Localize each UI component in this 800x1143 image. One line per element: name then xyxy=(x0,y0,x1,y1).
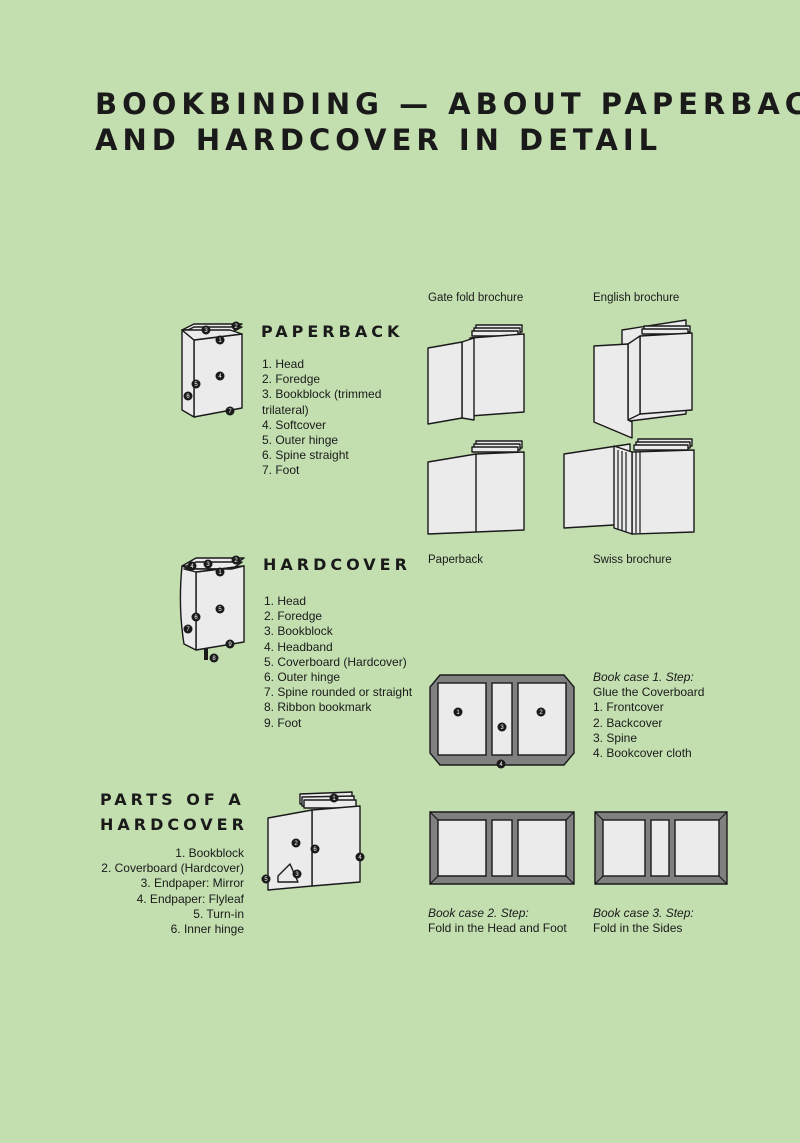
list-item: 2. Coverboard (Hardcover) xyxy=(101,861,244,876)
svg-text:1: 1 xyxy=(218,570,222,576)
svg-text:5: 5 xyxy=(264,877,268,883)
paperback-heading: PAPERBACK xyxy=(261,322,404,341)
svg-text:2: 2 xyxy=(234,558,238,564)
list-item: 4. Headband xyxy=(264,639,333,654)
svg-text:4: 4 xyxy=(218,374,222,380)
title-line-2: AND HARDCOVER IN DETAIL xyxy=(95,123,663,157)
svg-text:5: 5 xyxy=(218,607,222,613)
list-item: 2. Foredge xyxy=(264,609,323,624)
list-item: 4. Bookcover cloth xyxy=(593,746,692,761)
list-item: 7. Foot xyxy=(262,463,300,478)
step3-title: Book case 3. Step: xyxy=(593,906,694,920)
parts-heading-line-1: PARTS OF A xyxy=(100,790,245,809)
svg-text:2: 2 xyxy=(294,841,298,847)
svg-text:5: 5 xyxy=(194,382,198,388)
english-brochure-illustration xyxy=(593,319,693,439)
gate-fold-illustration xyxy=(427,324,525,425)
book-case-step1-caption: Book case 1. Step: Glue the Coverboard 1… xyxy=(593,670,793,761)
step1-title: Book case 1. Step: xyxy=(593,670,694,684)
svg-text:1: 1 xyxy=(456,710,460,716)
list-item: 6. Outer hinge xyxy=(264,670,341,685)
list-item: 3. Spine xyxy=(593,730,638,745)
list-item: 6. Spine straight xyxy=(262,448,349,463)
step3-subtitle: Fold in the Sides xyxy=(593,921,683,936)
svg-text:1: 1 xyxy=(218,338,222,344)
list-item: 5. Coverboard (Hardcover) xyxy=(264,654,407,669)
svg-text:4: 4 xyxy=(190,564,194,570)
caption-english: English brochure xyxy=(593,292,680,304)
svg-text:9: 9 xyxy=(228,642,232,648)
svg-text:2: 2 xyxy=(539,710,543,716)
list-item: 1. Frontcover xyxy=(593,700,664,715)
book-case-step2-caption: Book case 2. Step: Fold in the Head and … xyxy=(428,906,588,936)
svg-text:4: 4 xyxy=(358,855,362,861)
book-case-step3-illustration xyxy=(594,811,728,885)
svg-text:6: 6 xyxy=(313,847,317,853)
book-case-step1-illustration: 1 2 3 4 xyxy=(429,674,575,769)
step2-subtitle: Fold in the Head and Foot xyxy=(428,921,567,936)
book-case-step2-illustration xyxy=(429,811,575,885)
list-item: 9. Foot xyxy=(264,715,302,730)
list-item: 1. Head xyxy=(264,594,307,608)
swiss-brochure-illustration xyxy=(563,438,695,535)
list-item: 8. Ribbon bookmark xyxy=(264,700,372,715)
caption-swiss: Swiss brochure xyxy=(593,554,672,566)
list-item: 6. Inner hinge xyxy=(170,922,244,937)
list-item: 1. Head xyxy=(262,357,305,371)
list-item: 2. Foredge xyxy=(262,372,321,387)
list-item: 5. Turn-in xyxy=(193,906,244,921)
list-item: 7. Spine rounded or straight xyxy=(264,685,413,700)
svg-text:4: 4 xyxy=(499,762,503,768)
svg-text:6: 6 xyxy=(194,615,198,621)
list-item: 5. Outer hinge xyxy=(262,433,339,448)
svg-text:2: 2 xyxy=(234,324,238,330)
svg-text:7: 7 xyxy=(186,627,190,633)
svg-text:6: 6 xyxy=(186,394,190,400)
book-case-step3-caption: Book case 3. Step: Fold in the Sides xyxy=(593,906,753,936)
list-item: 3. Bookblock xyxy=(264,624,333,639)
parts-heading: PARTS OF A HARDCOVER xyxy=(100,787,248,837)
step1-subtitle: Glue the Coverboard xyxy=(593,685,705,700)
list-item: 4. Endpaper: Flyleaf xyxy=(136,891,244,906)
parts-heading-line-2: HARDCOVER xyxy=(100,815,248,834)
paperback-brochure-illustration xyxy=(427,440,525,535)
paperback-list: 1. Head 2. Foredge 3. Bookblock (trimmed… xyxy=(262,357,412,479)
parts-list: 1. Bookblock 2. Coverboard (Hardcover) 3… xyxy=(90,846,244,937)
svg-text:8: 8 xyxy=(212,656,216,662)
step2-title: Book case 2. Step: xyxy=(428,906,529,920)
paperback-illustration: 3 2 1 4 56 7 xyxy=(181,321,243,418)
list-item: 2. Backcover xyxy=(593,715,663,730)
caption-gate-fold: Gate fold brochure xyxy=(428,292,524,304)
hardcover-illustration: 4 3 2 1 5 6 7 9 8 xyxy=(179,555,245,663)
list-item: 3. Bookblock (trimmed trilateral) xyxy=(262,387,382,417)
list-item: 4. Softcover xyxy=(262,417,327,432)
svg-text:7: 7 xyxy=(228,409,232,415)
svg-text:3: 3 xyxy=(204,328,208,334)
hardcover-list: 1. Head 2. Foredge 3. Bookblock 4. Headb… xyxy=(264,594,414,731)
list-item: 3. Endpaper: Mirror xyxy=(140,876,244,891)
caption-paperback: Paperback xyxy=(428,554,483,566)
title-line-1: BOOKBINDING — ABOUT PAPERBACK xyxy=(95,87,800,121)
svg-text:3: 3 xyxy=(500,725,504,731)
list-item: 1. Bookblock xyxy=(175,846,244,860)
svg-text:3: 3 xyxy=(206,562,210,568)
svg-text:1: 1 xyxy=(332,796,336,802)
page-title: BOOKBINDING — ABOUT PAPERBACK AND HARDCO… xyxy=(95,86,800,158)
parts-of-hardcover-illustration: 1 2 6 4 3 5 xyxy=(261,791,365,891)
svg-text:3: 3 xyxy=(295,872,299,878)
hardcover-heading: HARDCOVER xyxy=(263,555,411,574)
